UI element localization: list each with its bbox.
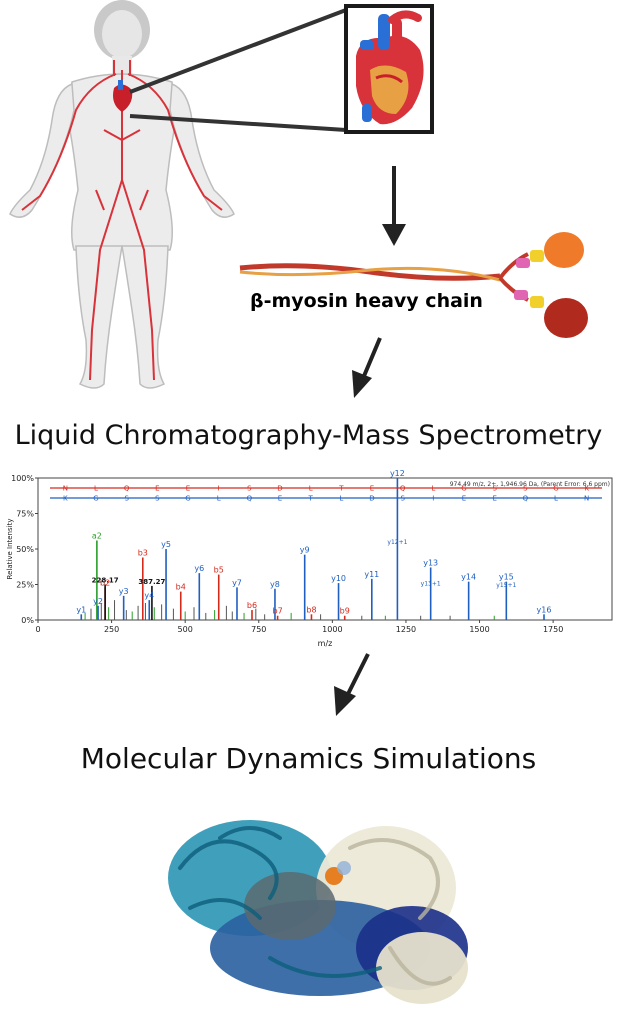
sequence-bottom-residue: S	[155, 495, 160, 503]
small-heart-icon	[113, 80, 133, 112]
sequence-bottom-residue: Q	[523, 495, 529, 503]
sequence-top-residue: G	[553, 485, 558, 493]
x-tick-label: 500	[178, 625, 193, 634]
x-tick-label: 1500	[469, 625, 489, 634]
sequence-bottom-residue: S	[124, 495, 129, 503]
peak-label-a2: a2	[92, 531, 102, 540]
peak-label-b2: b2	[100, 578, 110, 587]
peak-label-y4: y4	[144, 591, 154, 600]
ms-spectrum-chart: 0% 25% 50% 75% 100% 0 250 500 750 1000 1250 1500 175…	[6, 469, 613, 648]
sequence-top-residue: L	[94, 485, 98, 493]
lcms-title: Liquid Chromatography-Mass Spectrometry	[14, 420, 603, 451]
peak-label-b3: b3	[138, 549, 148, 558]
myosin-label: β-myosin heavy chain	[250, 290, 483, 312]
sequence-bottom-residue: E	[278, 495, 282, 503]
sequence-bottom-residue: L	[554, 495, 558, 503]
peak-label-y14: y14	[461, 573, 476, 582]
peak-label-y16: y16	[537, 605, 552, 614]
spectrum-header-text: 974.49 m/z, 2+, 1,946.96 Da, (Parent Err…	[450, 481, 610, 488]
peak-label-y15: y15	[499, 573, 514, 582]
sequence-bottom-residue: G	[93, 495, 98, 503]
sequence-bottom-residue: E	[462, 495, 466, 503]
sequence-bottom-residue: T	[308, 495, 314, 503]
peak-label-228.17: 228.17	[92, 577, 119, 585]
sequence-top-residue: I	[218, 485, 220, 493]
peak-label-b8: b8	[306, 605, 316, 614]
arrow-3-wrap	[334, 653, 370, 716]
peak-label-b4: b4	[176, 583, 186, 592]
sequence-top-residue: E	[186, 485, 190, 493]
peak-label-y8: y8	[270, 580, 280, 589]
peak-label-b5: b5	[214, 566, 224, 575]
sequence-top-residue: Q	[400, 485, 406, 493]
peak-label-y3: y3	[119, 587, 129, 596]
anatomy-illustration	[9, 0, 588, 398]
sequence-top-residue: T	[338, 485, 344, 493]
peak-label-b9: b9	[340, 607, 350, 616]
peak-label-y1: y1	[76, 605, 86, 614]
y-tick-label: 100%	[11, 474, 34, 483]
y-axis-label: Relative Intensity	[6, 519, 14, 580]
peak-label-387.27: 387.27	[138, 578, 165, 586]
arrow-diagonal-3	[334, 653, 370, 716]
sequence-top-residue: D	[277, 485, 282, 493]
sequence-top-residue: K	[584, 485, 589, 493]
sequence-bottom-residue: N	[584, 495, 589, 503]
sequence-bottom-residue: D	[369, 495, 374, 503]
sequence-bottom-residue: E	[492, 495, 496, 503]
sequence-bottom-residue: I	[432, 495, 434, 503]
arrow-down-1	[382, 166, 406, 246]
human-body-icon	[9, 0, 235, 389]
y-tick-label: 25%	[16, 581, 34, 590]
sequence-bottom-residue: L	[217, 495, 221, 503]
sequence-top-residue: S	[247, 485, 252, 493]
y-tick-label: 50%	[16, 545, 34, 554]
peak-label-b7: b7	[273, 607, 283, 616]
md-title: Molecular Dynamics Simulations	[80, 742, 537, 775]
peak-label-y7: y7	[232, 578, 242, 587]
peak-label-y12+1: y12+1	[387, 539, 407, 546]
peak-label-b6: b6	[247, 601, 257, 610]
x-axis-label: m/z	[318, 639, 333, 648]
peak-label-y15+1: y15+1	[496, 582, 516, 589]
y-tick-label: 0%	[21, 616, 34, 625]
x-tick-label: 1000	[322, 625, 342, 634]
x-tick-label: 0	[35, 625, 40, 634]
peak-label-y11: y11	[364, 570, 379, 579]
x-tick-label: 1250	[396, 625, 416, 634]
peak-label-y13+1: y13+1	[421, 580, 441, 587]
peak-label-y9: y9	[300, 546, 310, 555]
peak-label-y6: y6	[194, 564, 204, 573]
x-tick-label: 750	[251, 625, 266, 634]
sequence-bottom-residue: K	[63, 495, 68, 503]
sequence-top-residue: E	[370, 485, 374, 493]
sequence-bottom-residue: S	[400, 495, 405, 503]
y-tick-label: 75%	[16, 510, 34, 519]
sequence-bottom-residue: L	[339, 495, 343, 503]
protein-structure-icon	[168, 820, 468, 1004]
peak-label-y2: y2	[93, 597, 103, 606]
peak-label-y12: y12	[390, 469, 405, 478]
peak-label-y10: y10	[331, 574, 346, 583]
sequence-top-residue: S	[492, 485, 497, 493]
heart-icon	[356, 10, 424, 125]
sequence-bottom-residue: Q	[247, 495, 253, 503]
sequence-top-residue: N	[63, 485, 68, 493]
arrow-diagonal-2	[352, 337, 382, 398]
x-tick-label: 250	[104, 625, 119, 634]
peak-label-y13: y13	[423, 558, 438, 567]
x-tick-label: 1750	[543, 625, 563, 634]
sequence-top-residue: L	[309, 485, 313, 493]
sequence-top-residue: Q	[124, 485, 130, 493]
sequence-top-residue: E	[155, 485, 159, 493]
myosin-icon	[239, 232, 588, 338]
peak-label-y5: y5	[161, 540, 171, 549]
sequence-top-residue: S	[523, 485, 528, 493]
sequence-top-residue: G	[461, 485, 466, 493]
sequence-top-residue: L	[431, 485, 435, 493]
sequence-bottom-residue: G	[185, 495, 190, 503]
